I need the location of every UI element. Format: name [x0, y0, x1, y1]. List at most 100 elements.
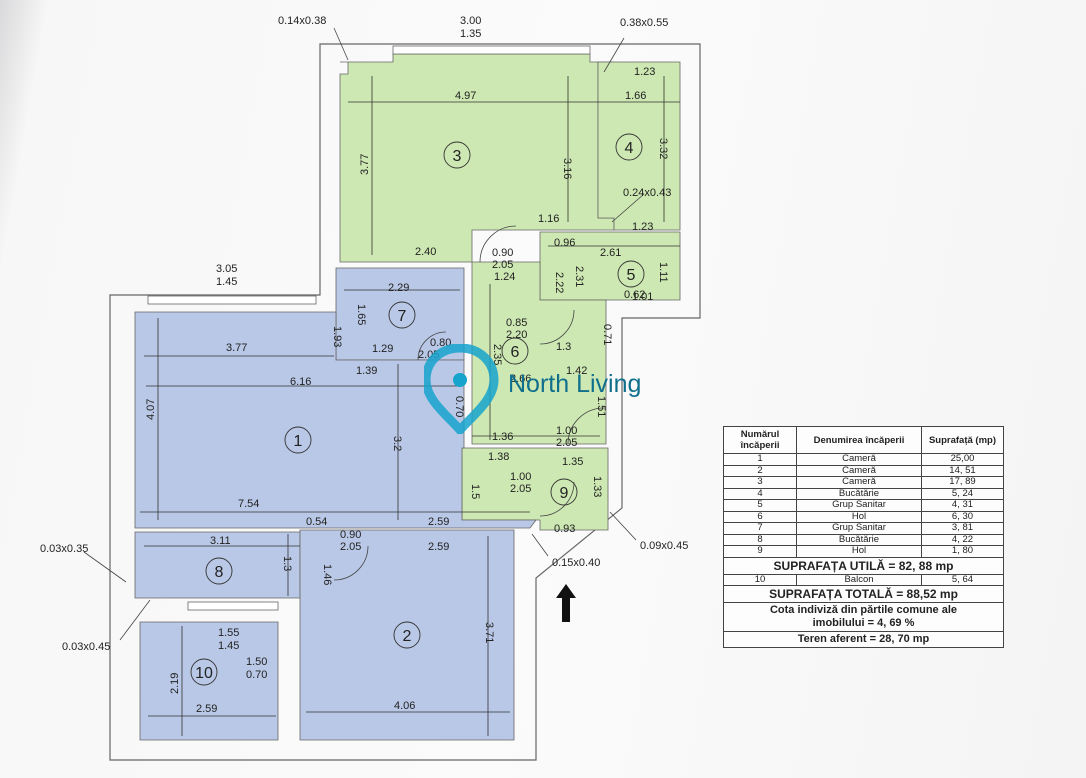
row-number: 6: [723, 510, 797, 523]
dim-label: 2.29: [388, 282, 409, 294]
dim-label: 0.62: [624, 289, 645, 301]
room-4-fill: [597, 61, 681, 231]
dim-label: 1.42: [566, 365, 587, 377]
room-9-fill: [461, 447, 609, 531]
room-number-7: 7: [398, 308, 407, 325]
dim-label-vertical: 3.71: [483, 622, 495, 643]
dim-label: 0.54: [306, 516, 327, 528]
dim-label: 1.24: [494, 271, 515, 283]
dim-label: 0.93: [554, 523, 575, 535]
row-area: 25,00: [921, 453, 1004, 466]
total-area: SUPRAFAȚA TOTALĂ = 88,52 mp: [723, 585, 1004, 603]
share-line-2: imobilului = 4, 69 %: [812, 617, 915, 629]
dim-label: 1.39: [356, 365, 377, 377]
dim-label: 0.85: [506, 317, 527, 329]
row-number: 8: [723, 533, 797, 546]
room-number-8: 8: [215, 564, 224, 581]
room-markers: [190, 133, 645, 686]
dim-label: 3.77: [226, 342, 247, 354]
dim-label: 1.45: [216, 276, 237, 288]
dim-label: 0.15x0.40: [552, 557, 600, 569]
dim-label: 1.50: [246, 656, 267, 668]
dim-label: 0.96: [554, 237, 575, 249]
row-name: Bucătărie: [796, 487, 922, 500]
row-name: Grup Sanitar: [796, 522, 922, 535]
header-room-name: Denumirea încăperii: [796, 426, 922, 454]
watermark: North Living: [424, 344, 684, 434]
row-area: 4, 31: [921, 499, 1004, 512]
dim-label-vertical: 1.11: [657, 262, 669, 283]
room-number-5: 5: [627, 267, 636, 284]
dim-label-vertical: 2.31: [573, 266, 585, 287]
room-number-9: 9: [560, 485, 569, 502]
dim-label: 1.00: [510, 471, 531, 483]
dim-label: 0.38x0.55: [620, 17, 668, 29]
dim-label: 0.70: [246, 669, 267, 681]
doors: [333, 225, 605, 581]
room-number-6: 6: [511, 344, 520, 361]
row-number: 9: [723, 545, 797, 558]
dim-label: 1.23: [632, 221, 653, 233]
watermark-brand: North Living: [508, 370, 642, 398]
row-number: 4: [723, 487, 797, 500]
dim-label: 1.45: [218, 640, 239, 652]
dim-label: 2.05: [510, 483, 531, 495]
room-number-1: 1: [294, 433, 303, 450]
dim-label-vertical: 3.16: [561, 158, 573, 179]
dim-label-vertical: 3.77: [359, 154, 371, 175]
row-number: 3: [723, 476, 797, 489]
dim-label: 0.90: [340, 529, 361, 541]
row-area: 14, 51: [921, 464, 1004, 477]
dimension-labels: 0.14x0.38 3.00 1.35 0.38x0.55 1.23 4.97 …: [40, 15, 688, 715]
room-6-fill: [471, 261, 607, 445]
dim-label: 4.97: [455, 90, 476, 102]
dim-label-vertical: 3.2: [391, 436, 403, 451]
dimension-lines: [140, 76, 680, 736]
room-number-4: 4: [625, 140, 634, 157]
room-10-fill: [139, 621, 279, 741]
row-number: 10: [723, 573, 797, 586]
windows: [147, 45, 591, 611]
dim-label-vertical: 1.3: [281, 556, 293, 571]
dim-label: 2.66: [510, 373, 531, 385]
row-area: 3, 81: [921, 522, 1004, 535]
dim-label-vertical: 1.46: [321, 564, 333, 585]
dim-label: 0.03x0.45: [62, 641, 110, 653]
dim-label: 1.55: [218, 627, 239, 639]
dim-label: 7.54: [238, 498, 259, 510]
dim-label: 2.40: [415, 246, 436, 258]
dim-label-vertical: 1.51: [595, 396, 607, 417]
dim-label: 0.90: [492, 247, 513, 259]
table-header: Numărul încăperii Denumirea încăperii Su…: [723, 426, 1004, 454]
row-name: Hol: [796, 545, 922, 558]
dim-label: 1.36: [492, 431, 513, 443]
usable-area: SUPRAFAȚA UTILĂ = 82, 88 mp: [723, 556, 1004, 575]
row-area: 4, 22: [921, 533, 1004, 546]
dim-label: 1.00: [556, 425, 577, 437]
row-area: 5, 64: [921, 573, 1004, 586]
dim-label-vertical: 3.32: [657, 138, 669, 159]
dim-label: 1.35: [562, 456, 583, 468]
dim-label: 2.59: [196, 703, 217, 715]
row-area: 6, 30: [921, 510, 1004, 523]
row-name: Cameră: [796, 464, 922, 477]
land-row: Teren aferent = 28, 70 mp: [723, 631, 1004, 648]
row-number: 1: [723, 453, 797, 466]
dim-label: 1.16: [538, 213, 559, 225]
usable-area-row: SUPRAFAȚA UTILĂ = 82, 88 mp: [723, 556, 1004, 575]
dim-label-vertical: 0.70: [453, 396, 465, 417]
dim-label: 2.20: [506, 329, 527, 341]
dim-label: 3.00: [460, 15, 481, 27]
room-number-10: 10: [195, 665, 213, 682]
total-area-row: SUPRAFAȚA TOTALĂ = 88,52 mp: [723, 585, 1004, 603]
dim-label-vertical: 1.93: [331, 326, 343, 347]
dim-label: 1.3: [556, 341, 571, 353]
dim-label-vertical: 2.19: [169, 673, 181, 694]
